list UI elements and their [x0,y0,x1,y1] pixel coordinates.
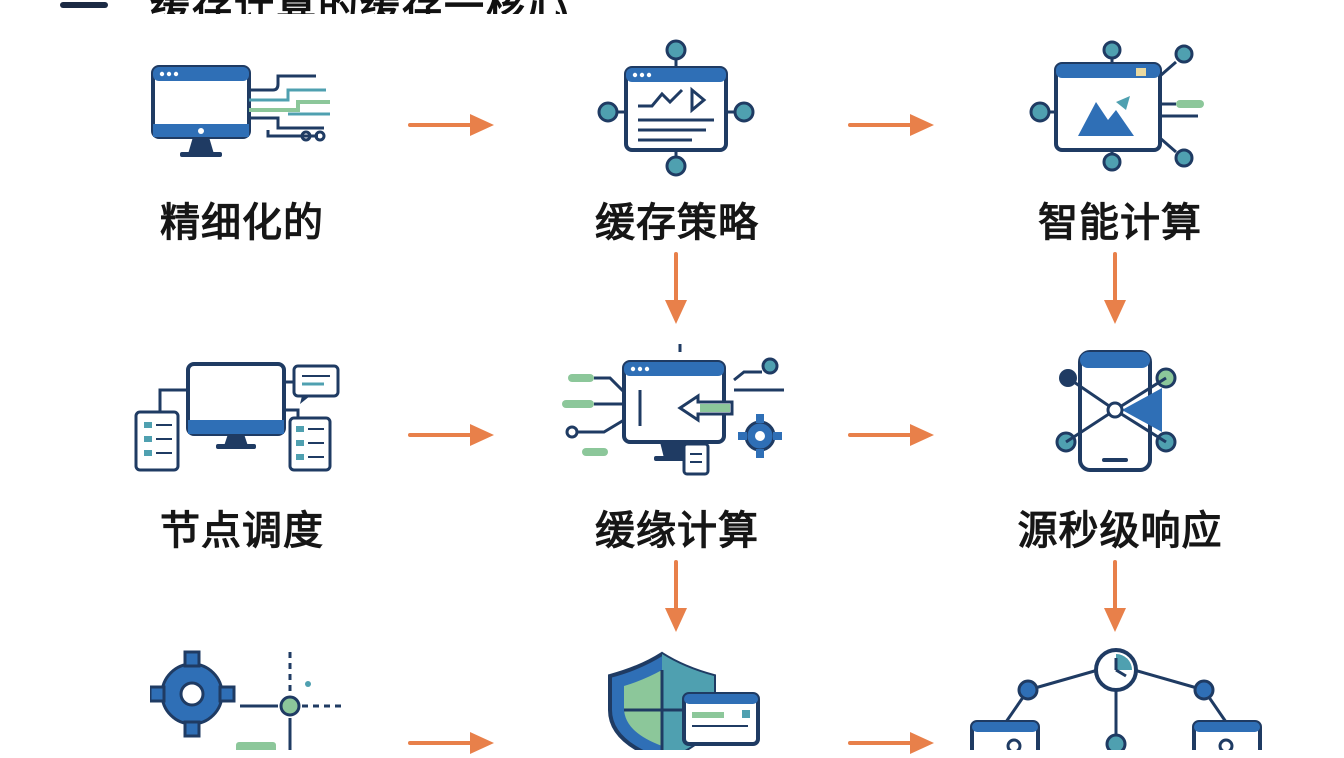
arrow-right-2 [848,114,934,136]
arrow-down-3 [665,560,687,632]
node-label-1: 精细化的 [160,200,324,246]
monitor-gear-arrow-icon [562,344,784,476]
image-window-network-icon [1029,40,1204,172]
monitor-streams-icon [151,65,330,157]
clock-network-icon [970,648,1262,750]
arrow-right-3 [408,424,494,446]
shield-card-icon [608,651,760,750]
monitor-documents-icon [134,362,340,472]
arrow-down-4 [1104,560,1126,632]
arrow-down-1 [665,252,687,324]
arrow-right-5 [408,732,494,754]
chart-window-network-icon [597,39,755,177]
phone-network-icon [1055,350,1177,472]
title-dash [60,2,108,8]
node-label-4: 节点调度 [160,508,324,554]
arrow-right-4 [848,424,934,446]
arrow-right-6 [848,732,934,754]
title-strip: 缓存计算的缓存一核心 [0,0,1344,14]
node-label-6: 源秒级响应 [1017,508,1223,554]
node-label-3: 智能计算 [1038,200,1202,246]
arrow-down-2 [1104,252,1126,324]
node-label-5: 缓缘计算 [595,508,759,554]
gear-node-icon [150,650,346,750]
page-title: 缓存计算的缓存一核心 [150,0,570,14]
node-label-2: 缓存策略 [595,200,759,246]
arrow-right-1 [408,114,494,136]
